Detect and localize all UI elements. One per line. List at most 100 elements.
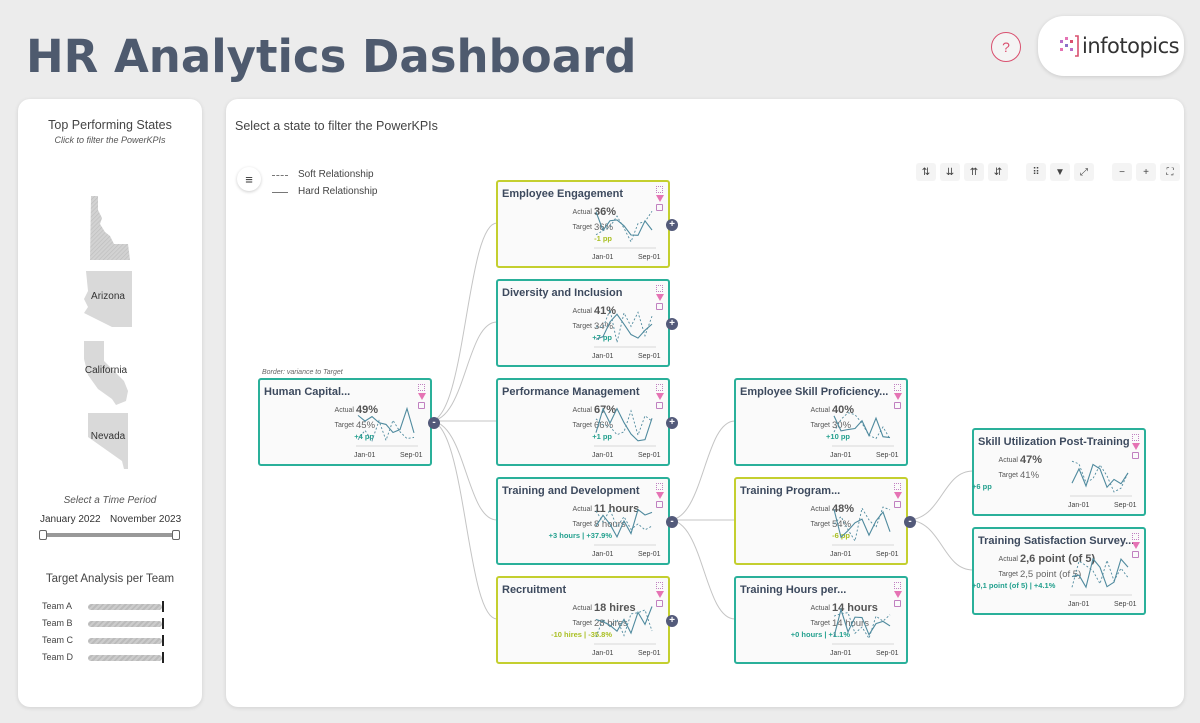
fit-screen-button[interactable]: ⛶ xyxy=(1160,163,1180,181)
expand-icon[interactable] xyxy=(894,582,901,589)
open-link-icon[interactable] xyxy=(1132,551,1139,558)
slider-start-handle[interactable] xyxy=(39,530,47,540)
state-california[interactable]: California xyxy=(80,339,132,407)
kpi-x-start: Jan-01 xyxy=(592,650,614,657)
collapse-node-button[interactable]: - xyxy=(428,417,440,429)
grid-button[interactable]: ⠿ xyxy=(1026,163,1046,181)
open-link-icon[interactable] xyxy=(894,402,901,409)
kpi-card[interactable]: Employee Skill Proficiency... Actual 40%… xyxy=(734,378,908,466)
expand-icon[interactable] xyxy=(656,384,663,391)
expand-icon[interactable] xyxy=(656,186,663,193)
open-link-icon[interactable] xyxy=(894,501,901,508)
kpi-card[interactable]: Training Satisfaction Survey... Actual 2… xyxy=(972,527,1146,615)
help-button[interactable]: ? xyxy=(991,32,1021,62)
kpi-icons xyxy=(656,384,664,409)
variance-triangle-icon xyxy=(656,294,664,301)
variance-triangle-icon xyxy=(894,591,902,598)
expand-icon[interactable] xyxy=(1132,533,1139,540)
kpi-card[interactable]: Human Capital... Actual 49% Target 45% +… xyxy=(258,378,440,466)
expand-node-button[interactable]: + xyxy=(666,219,678,231)
expand-icon[interactable] xyxy=(894,384,901,391)
kpi-sparkline xyxy=(594,308,656,348)
kpi-x-end: Sep-01 xyxy=(876,551,899,558)
actual-series-line xyxy=(833,607,891,637)
collapse-node-button[interactable]: - xyxy=(666,516,678,528)
kpi-x-start: Jan-01 xyxy=(830,551,852,558)
zoom-out-button[interactable]: − xyxy=(1112,163,1132,181)
kpi-icons xyxy=(656,582,664,607)
open-link-icon[interactable] xyxy=(656,600,663,607)
arizona-map-icon xyxy=(84,271,132,327)
expand-icon[interactable] xyxy=(656,483,663,490)
sort-down-button[interactable]: ⇵ xyxy=(988,163,1008,181)
sort-desc-button[interactable]: ⇊ xyxy=(940,163,960,181)
open-link-icon[interactable] xyxy=(656,204,663,211)
kpi-variance: +10 pp xyxy=(826,432,850,441)
open-link-icon[interactable] xyxy=(418,402,425,409)
kpi-card[interactable]: Employee Engagement Actual 36% Target 36… xyxy=(496,180,678,268)
sort-up-button[interactable]: ⇈ xyxy=(964,163,984,181)
expand-icon[interactable] xyxy=(1132,434,1139,441)
kpi-x-start: Jan-01 xyxy=(592,353,614,360)
expand-icon[interactable] xyxy=(656,285,663,292)
kpi-x-end: Sep-01 xyxy=(876,650,899,657)
target-series-line xyxy=(833,412,891,440)
kpi-target-label: Target xyxy=(572,521,592,528)
variance-triangle-icon xyxy=(656,492,664,499)
state-label: Nevada xyxy=(90,431,126,442)
open-link-icon[interactable] xyxy=(656,402,663,409)
expand-icon[interactable] xyxy=(656,582,663,589)
expand-node-button[interactable]: + xyxy=(666,615,678,627)
kpi-title: Performance Management xyxy=(502,386,640,398)
expand-node-button[interactable]: + xyxy=(666,318,678,330)
collapse-node-button[interactable]: - xyxy=(904,516,916,528)
kpi-card[interactable]: Diversity and Inclusion Actual 41% Targe… xyxy=(496,279,678,367)
sort-asc-button[interactable]: ⇅ xyxy=(916,163,936,181)
kpi-icons xyxy=(894,483,902,508)
infotopics-logo-icon xyxy=(1058,32,1080,60)
kpi-x-start: Jan-01 xyxy=(592,452,614,459)
menu-button[interactable]: ≡ xyxy=(237,167,261,191)
team-row[interactable]: Team D xyxy=(42,652,192,664)
kpi-target-label: Target xyxy=(810,620,830,627)
kpi-actual-label: Actual xyxy=(572,506,592,513)
open-link-icon[interactable] xyxy=(1132,452,1139,459)
team-label: Team A xyxy=(42,601,73,611)
team-row[interactable]: Team A xyxy=(42,601,192,613)
expand-node-button[interactable]: + xyxy=(666,417,678,429)
team-label: Team C xyxy=(42,635,74,645)
state-nevada[interactable]: Nevada xyxy=(86,411,130,471)
kpi-card[interactable]: Training and Development Actual 11 hours… xyxy=(496,477,678,565)
team-row[interactable]: Team C xyxy=(42,635,192,647)
period-slider[interactable] xyxy=(39,530,180,540)
sort-down-icon: ⇵ xyxy=(993,166,1003,178)
open-link-icon[interactable] xyxy=(656,303,663,310)
zoom-in-button[interactable]: + xyxy=(1136,163,1156,181)
open-link-icon[interactable] xyxy=(656,501,663,508)
kpi-target-label: Target xyxy=(572,422,592,429)
kpi-card[interactable]: Skill Utilization Post-Training Actual 4… xyxy=(972,428,1146,516)
kpi-card[interactable]: Performance Management Actual 67% Target… xyxy=(496,378,678,466)
state-idaho[interactable] xyxy=(88,194,132,262)
state-arizona[interactable]: Arizona xyxy=(82,269,134,329)
kpi-variance: -10 hires | -35.8% xyxy=(551,630,612,639)
expand-icon[interactable] xyxy=(418,384,425,391)
kpi-card[interactable]: Training Program... Actual 48% Target 54… xyxy=(734,477,916,565)
team-row[interactable]: Team B xyxy=(42,618,192,630)
kpi-x-start: Jan-01 xyxy=(592,551,614,558)
kpi-sparkline xyxy=(594,508,656,546)
filter-button[interactable]: ▼ xyxy=(1050,163,1070,181)
kpi-x-start: Jan-01 xyxy=(830,452,852,459)
open-link-icon[interactable] xyxy=(894,600,901,607)
actual-series-line xyxy=(1071,557,1129,589)
logo-text: infotopics xyxy=(1082,34,1180,58)
kpi-card[interactable]: Training Hours per... Actual 14 hours Ta… xyxy=(734,576,908,664)
expand-icon[interactable] xyxy=(894,483,901,490)
kpi-actual-label: Actual xyxy=(810,407,830,414)
expand-button[interactable]: ⤢ xyxy=(1074,163,1094,181)
kpi-card[interactable]: Recruitment Actual 18 hires Target 28 hi… xyxy=(496,576,678,664)
team-target-marker xyxy=(162,635,164,646)
zoom-in-icon: + xyxy=(1143,166,1149,178)
slider-end-handle[interactable] xyxy=(172,530,180,540)
actual-series-line xyxy=(595,407,653,442)
